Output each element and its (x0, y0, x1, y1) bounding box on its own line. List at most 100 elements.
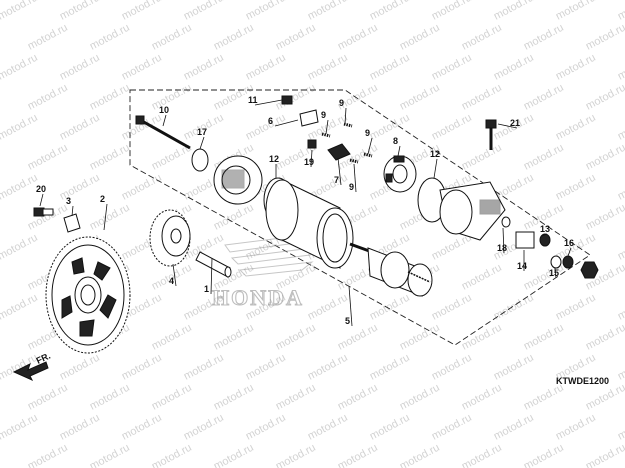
honda-brand-text: HONDA (212, 285, 304, 310)
watermark-text: motod.ru (244, 112, 288, 143)
watermark-text: motod.ru (616, 412, 625, 443)
bolt-21 (485, 119, 497, 150)
callout-leader-line (353, 163, 357, 193)
part-callout-1: 1 (204, 284, 209, 294)
watermark-text: motod.ru (306, 0, 350, 23)
part-callout-6: 6 (268, 116, 273, 126)
watermark-text: motod.ru (616, 112, 625, 143)
watermark-text: motod.ru (336, 382, 380, 413)
watermark-text: motod.ru (58, 112, 102, 143)
watermark-text: motod.ru (244, 352, 288, 383)
watermark-text: motod.ru (522, 22, 566, 53)
watermark-text: motod.ru (274, 322, 318, 353)
part-callout-12: 12 (269, 154, 279, 164)
watermark-text: motod.ru (150, 22, 194, 53)
setting-plate (63, 213, 81, 233)
watermark-text: motod.ru (460, 262, 504, 293)
watermark-text: motod.ru (522, 382, 566, 413)
watermark-text: motod.ru (584, 442, 625, 468)
part-callout-19: 19 (304, 157, 314, 167)
callout-leader-line (274, 119, 299, 127)
part-callout-16: 16 (564, 238, 574, 248)
part-callout-9: 9 (349, 182, 354, 192)
watermark-text: motod.ru (554, 292, 598, 323)
watermark-text: motod.ru (430, 412, 474, 443)
part-callout-2: 2 (100, 194, 105, 204)
terminal-parts (501, 216, 599, 279)
watermark-text: motod.ru (212, 22, 256, 53)
watermark-text: motod.ru (120, 52, 164, 83)
watermark-text: motod.ru (584, 142, 625, 173)
armature (349, 242, 433, 297)
watermark-text: motod.ru (368, 352, 412, 383)
part-callout-4: 4 (169, 276, 174, 286)
watermark-text: motod.ru (616, 172, 625, 203)
watermark-text: motod.ru (182, 352, 226, 383)
watermark-text: motod.ru (336, 322, 380, 353)
watermark-text: motod.ru (492, 0, 536, 23)
watermark-text: motod.ru (430, 112, 474, 143)
watermark-text: motod.ru (306, 52, 350, 83)
watermark-text: motod.ru (368, 292, 412, 323)
callout-leader-line (310, 149, 313, 168)
watermark-text: motod.ru (58, 352, 102, 383)
watermark-text: motod.ru (522, 142, 566, 173)
watermark-text: motod.ru (120, 172, 164, 203)
watermark-text: motod.ru (554, 112, 598, 143)
watermark-text: motod.ru (244, 52, 288, 83)
watermark-text: motod.ru (88, 442, 132, 468)
watermark-text: motod.ru (368, 52, 412, 83)
part-callout-9: 9 (365, 128, 370, 138)
callout-leader-line (433, 158, 438, 179)
part-callout-20: 20 (36, 184, 46, 194)
watermark-text: motod.ru (616, 52, 625, 83)
watermark-text: motod.ru (58, 0, 102, 23)
diagram-code: KTWDE1200 (556, 376, 609, 386)
watermark-text: motod.ru (584, 202, 625, 233)
callout-leader-line (397, 145, 401, 157)
watermark-text: motod.ru (150, 382, 194, 413)
watermark-text: motod.ru (58, 172, 102, 203)
watermark-text: motod.ru (212, 202, 256, 233)
callout-leader-line (210, 257, 213, 295)
watermark-text: motod.ru (26, 142, 70, 173)
part-callout-10: 10 (159, 105, 169, 115)
watermark-text: motod.ru (584, 82, 625, 113)
watermark-text: motod.ru (88, 22, 132, 53)
watermark-text: motod.ru (616, 292, 625, 323)
part-callout-14: 14 (517, 261, 527, 271)
watermark-text: motod.ru (460, 22, 504, 53)
watermark-text: motod.ru (460, 382, 504, 413)
watermark-text: motod.ru (398, 382, 442, 413)
part-callout-17: 17 (197, 127, 207, 137)
watermark-text: motod.ru (616, 0, 625, 23)
callout-leader-line (502, 227, 505, 254)
brush-holder (383, 155, 417, 193)
watermark-text: motod.ru (0, 112, 40, 143)
front-cover (213, 155, 263, 205)
callout-leader-line (162, 114, 167, 127)
part-callout-21: 21 (510, 118, 520, 128)
watermark-text: motod.ru (0, 292, 40, 323)
watermark-text: motod.ru (554, 0, 598, 23)
watermark-text: motod.ru (58, 52, 102, 83)
watermark-text: motod.ru (616, 232, 625, 263)
watermark-text: motod.ru (274, 82, 318, 113)
honda-wing-logo: HONDA (211, 231, 331, 311)
callout-leader-line (337, 157, 342, 186)
part-callout-3: 3 (66, 196, 71, 206)
watermark-text: motod.ru (182, 0, 226, 23)
watermark-text: motod.ru (398, 322, 442, 353)
bolt-20 (33, 207, 54, 217)
watermark-text: motod.ru (88, 142, 132, 173)
part-callout-12: 12 (430, 149, 440, 159)
watermark-text: motod.ru (522, 82, 566, 113)
watermark-text: motod.ru (274, 22, 318, 53)
watermark-text: motod.ru (88, 382, 132, 413)
watermark-text: motod.ru (492, 412, 536, 443)
watermark-text: motod.ru (120, 0, 164, 23)
watermark-text: motod.ru (0, 52, 40, 83)
watermark-text: motod.ru (120, 412, 164, 443)
